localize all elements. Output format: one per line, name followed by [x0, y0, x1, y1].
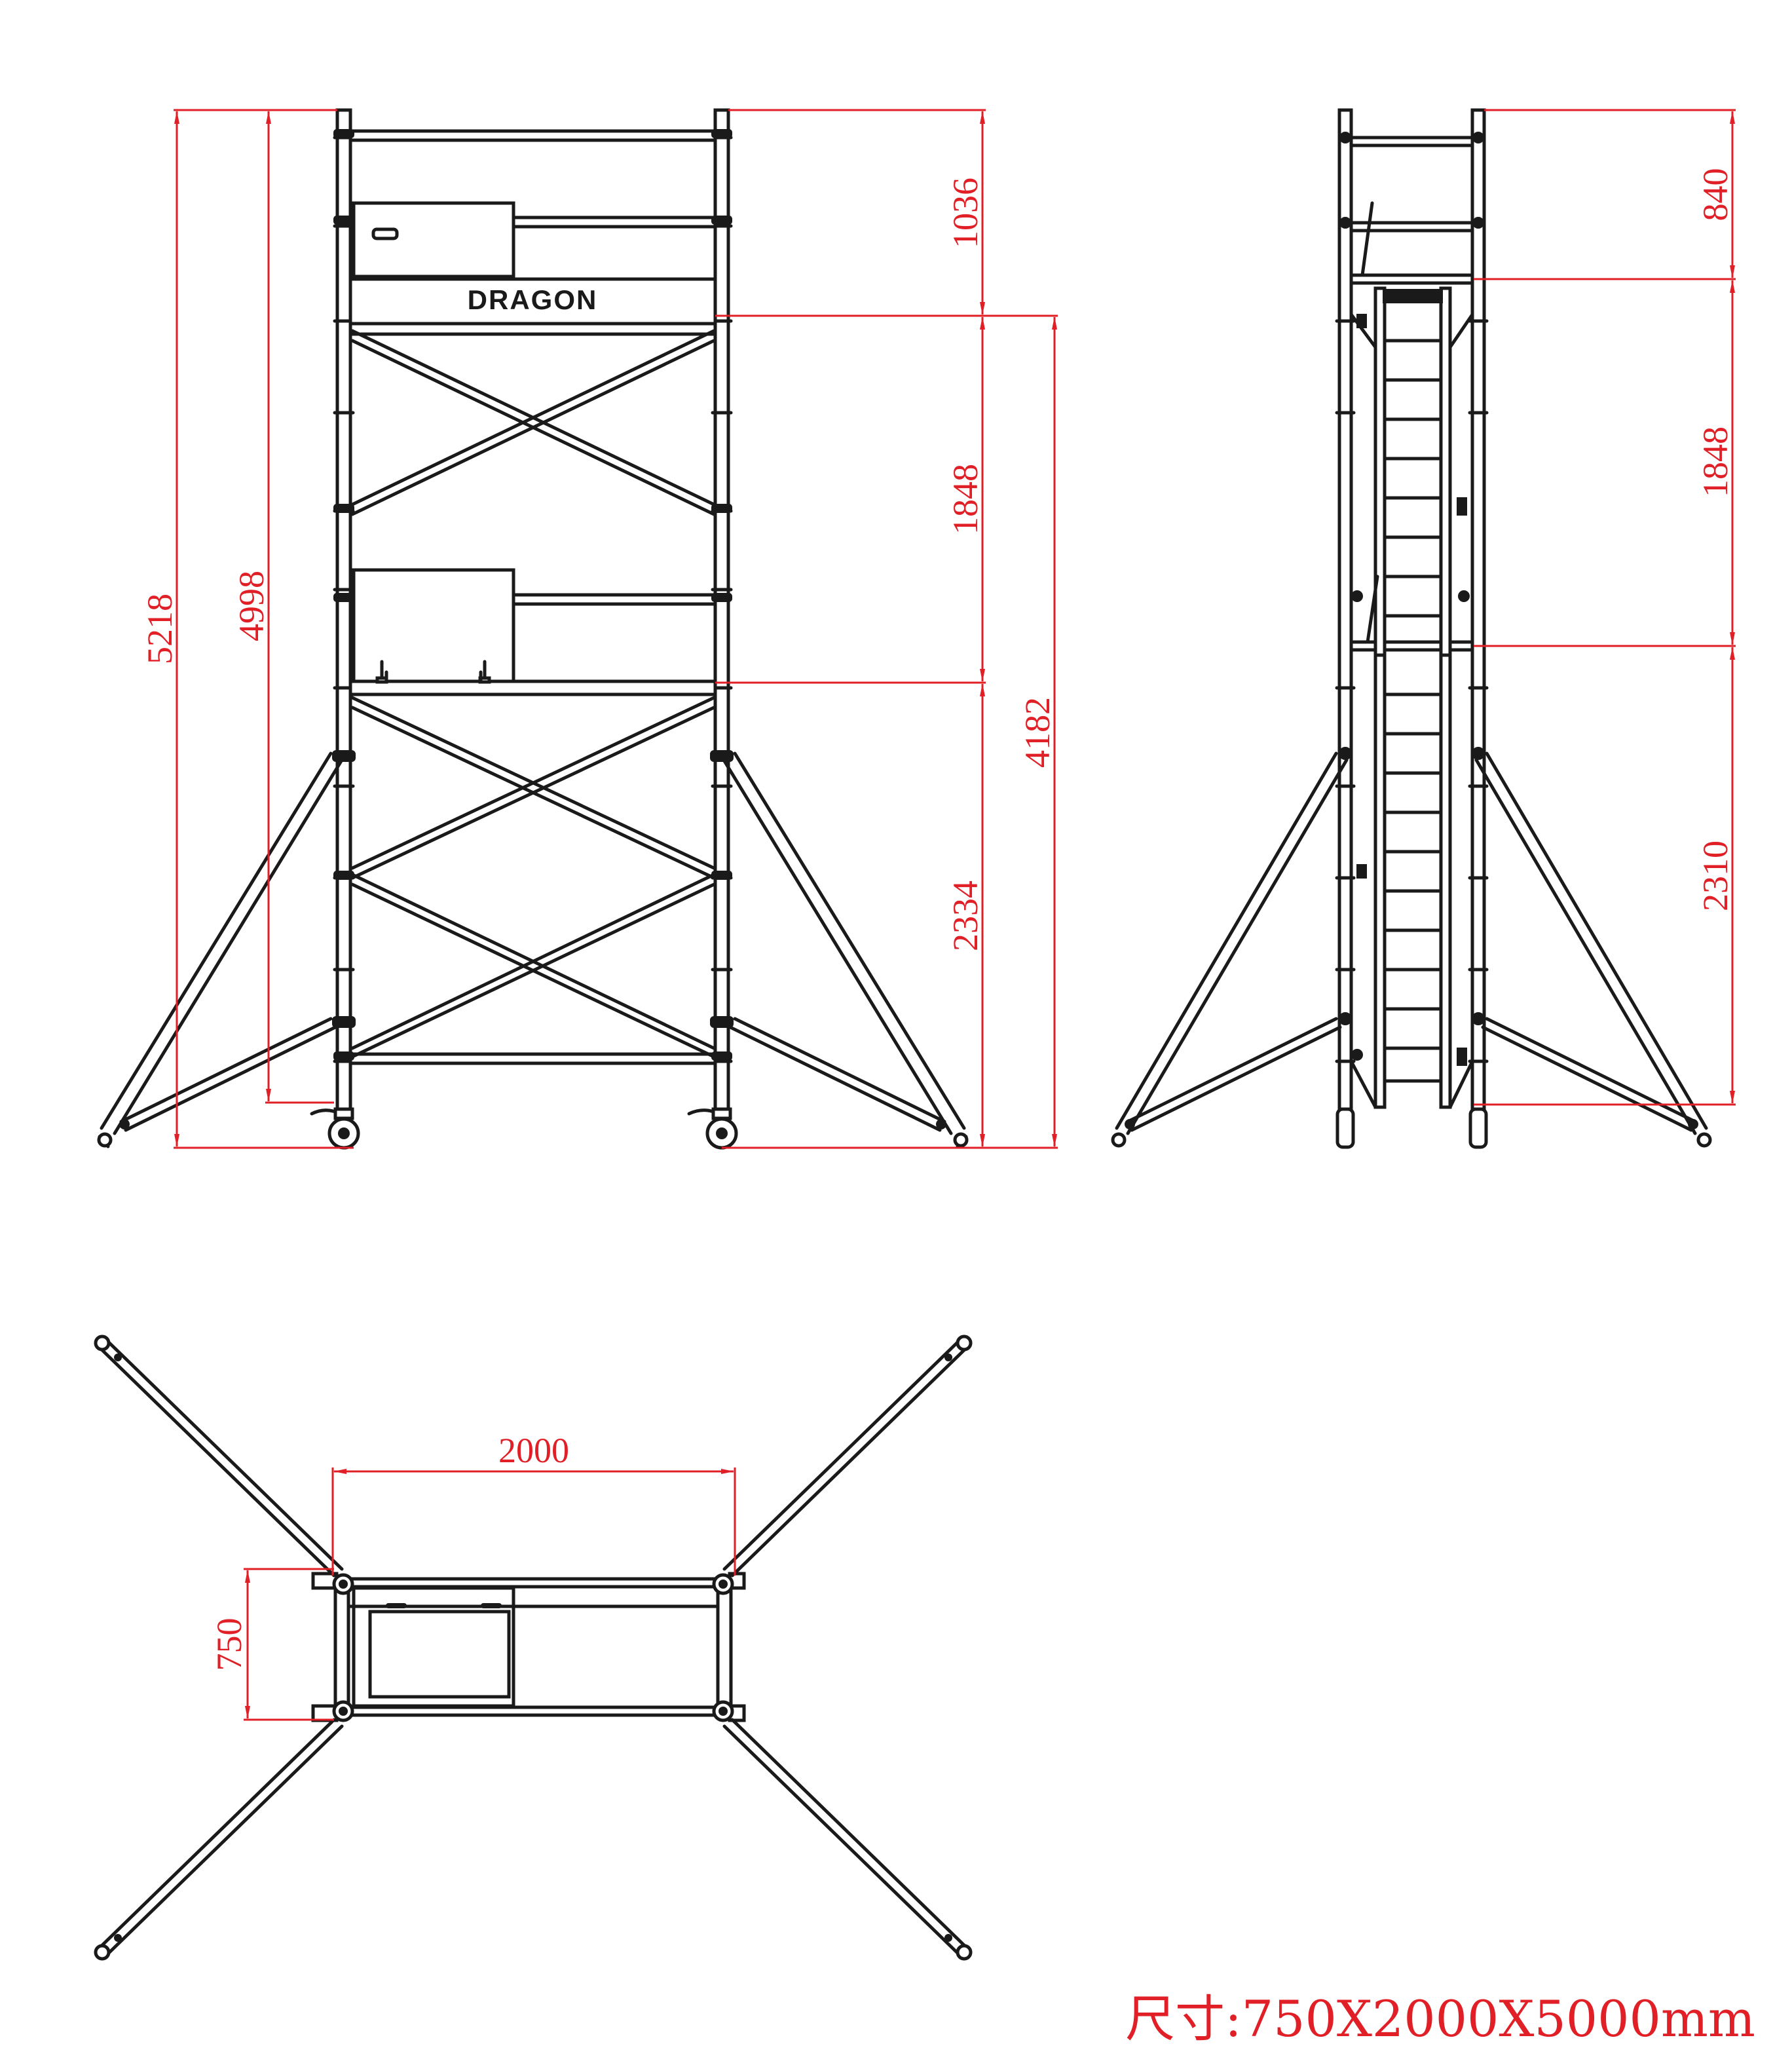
side-view-castors	[1335, 1107, 1488, 1149]
dim-front-top-section: 1036	[946, 178, 985, 248]
side-view-dimensions: 840 1848 2310	[1474, 109, 1736, 1106]
dim-overall-height: 5218	[140, 594, 179, 664]
front-view: DRAGON	[97, 108, 1058, 1150]
plan-view-frame	[311, 1572, 746, 1722]
dim-side-top-section: 840	[1696, 168, 1735, 221]
front-view-outriggers	[98, 751, 968, 1148]
front-view-clamps	[332, 129, 734, 1061]
outrigger-feet	[97, 1119, 969, 1148]
plan-view-feet	[94, 1334, 973, 1961]
side-view-outriggers	[1115, 751, 1708, 1135]
side-view-feet	[1111, 1119, 1712, 1148]
dim-deck-height: 4182	[1018, 697, 1057, 768]
brand-label: DRAGON	[468, 284, 598, 315]
plan-view-outriggers	[96, 1338, 970, 1958]
lower-platform	[348, 568, 717, 696]
dim-plan-length: 2000	[498, 1431, 569, 1470]
side-view-uprights	[1335, 108, 1489, 1111]
dim-front-bottom-section: 2334	[946, 880, 985, 951]
dim-front-middle-section: 1848	[946, 464, 985, 535]
front-view-dimensions: 5218 4998 1036 1848 2334 4182	[140, 109, 1058, 1149]
upper-platform: DRAGON	[348, 201, 717, 336]
plan-view-dimensions: 2000 750	[210, 1431, 736, 1721]
front-view-cross-braces	[350, 329, 716, 1059]
side-view-ladders	[1349, 201, 1474, 1109]
plan-view: 2000 750	[94, 1334, 973, 1961]
plan-view-corner-clamps	[332, 1573, 734, 1722]
dim-side-middle-section: 1848	[1696, 426, 1735, 497]
dim-platform-height: 4998	[232, 571, 271, 641]
dim-side-bottom-section: 2310	[1696, 841, 1735, 911]
front-view-castors	[310, 1107, 738, 1150]
side-view: 840 1848 2310	[1111, 108, 1736, 1149]
size-caption: 尺寸:750X2000X5000mm	[1125, 1990, 1755, 2048]
dim-plan-width: 750	[210, 1618, 249, 1671]
side-view-clamps	[1339, 132, 1485, 1066]
